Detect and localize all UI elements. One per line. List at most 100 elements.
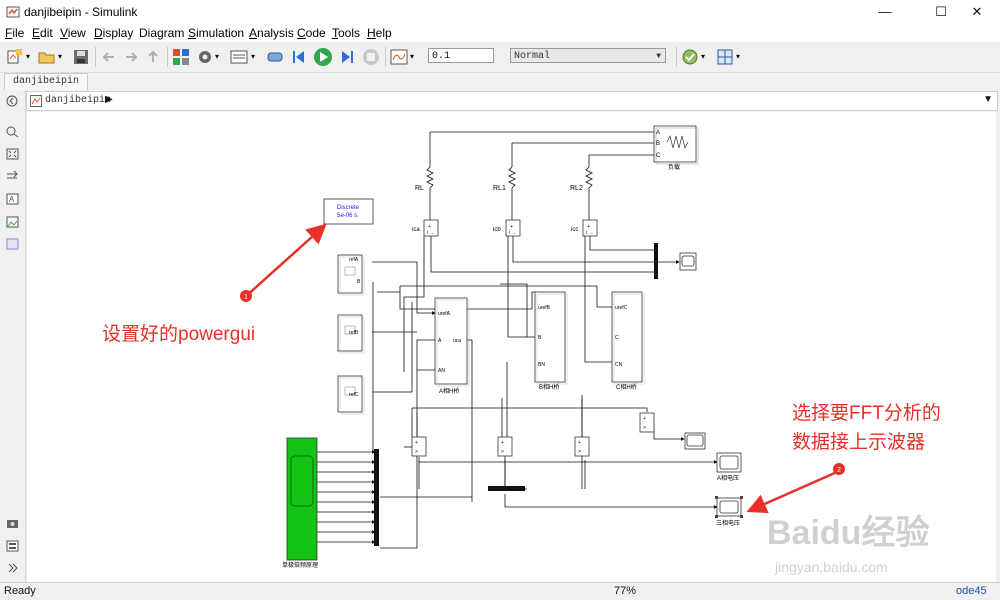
current-mux[interactable]	[654, 243, 658, 279]
load-port-a: A	[656, 130, 660, 136]
annotation-icon[interactable]: A	[6, 193, 19, 205]
close-button[interactable]: ✕	[971, 4, 983, 19]
ref-block-b[interactable]: refB	[337, 314, 365, 354]
menu-edit[interactable]: Edit	[32, 26, 53, 40]
dropdown-arrow-icon[interactable]: ▾	[215, 52, 220, 61]
voltage-meas-3[interactable]: +>	[574, 436, 590, 457]
menu-display[interactable]: Display	[94, 26, 134, 40]
menu-simulation[interactable]: Simulation	[188, 26, 245, 40]
model-explorer-icon[interactable]	[230, 48, 248, 66]
scope-a-phase[interactable]: A相电压	[716, 452, 742, 482]
open-folder-icon[interactable]	[38, 48, 56, 66]
voltage-meas-2[interactable]: +>	[497, 436, 513, 457]
dropdown-arrow-icon[interactable]: ▾	[736, 52, 741, 61]
image-icon[interactable]	[6, 216, 19, 228]
annotation-fft-note-line2: 数据接上示波器	[792, 431, 925, 453]
menu-tools[interactable]: Tools	[332, 26, 361, 40]
simulation-mode-select[interactable]: Normal▼	[510, 48, 666, 63]
dropdown-arrow-icon[interactable]: ▾	[26, 52, 31, 61]
label-icc: icc	[571, 227, 578, 233]
unipolar-frequency-doubling-subsystem[interactable]: 单极倍频原理	[282, 437, 318, 569]
h-bridge-c[interactable]: urefC C CN C相H桥	[611, 291, 645, 391]
breadcrumb-model[interactable]: danjibeipin	[45, 95, 112, 106]
area-icon[interactable]	[6, 238, 19, 250]
dropdown-arrow-icon[interactable]: ▾	[410, 52, 415, 61]
hide-browser-icon[interactable]	[6, 95, 19, 107]
simulink-app-icon	[6, 6, 20, 18]
data-inspector-icon[interactable]	[390, 48, 408, 66]
current-meas-b[interactable]: +i →	[505, 219, 521, 237]
back-icon[interactable]	[100, 48, 118, 66]
stop-time-input[interactable]: 0.1	[428, 48, 494, 63]
breadcrumb-dropdown-icon[interactable]: ▼	[983, 94, 993, 105]
menu-code[interactable]: Code	[297, 26, 326, 40]
h-bridge-a[interactable]: urefA A uca AN A相H桥	[434, 297, 470, 395]
load-port-b: B	[656, 141, 660, 147]
three-phase-mux[interactable]	[488, 486, 525, 491]
scope-three-phase[interactable]: 三相电压	[715, 496, 743, 527]
label-ica: ica	[412, 227, 420, 233]
vm1-plus: +	[415, 440, 418, 446]
bus-selector[interactable]	[374, 449, 379, 546]
scope-a-label: A相电压	[717, 474, 739, 482]
arrow-line-icon[interactable]	[6, 170, 19, 182]
build-icon[interactable]	[266, 48, 284, 66]
load-block[interactable]: A B C 负载	[653, 125, 699, 171]
voltage-meas-1[interactable]: +>	[411, 436, 427, 457]
status-solver-link[interactable]: ode45	[956, 585, 987, 597]
run-icon[interactable]	[313, 47, 333, 67]
bridge-c-port-c: C	[615, 335, 619, 341]
powergui-block[interactable]: Discrete 5e-06 s.	[323, 198, 374, 225]
menu-diagram[interactable]: Diagram	[139, 26, 185, 40]
expand-panel-icon[interactable]	[6, 562, 19, 574]
svg-text:+: +	[587, 224, 590, 230]
menu-view[interactable]: View	[60, 26, 86, 40]
scope-4[interactable]	[684, 432, 706, 450]
menu-help[interactable]: Help	[367, 26, 392, 40]
ref-block-c[interactable]: refC	[337, 375, 365, 415]
settings-gear-icon[interactable]	[196, 48, 214, 66]
toolbar: ▾ ▾ ▾ ▾ ▾ ▾ ▾	[0, 42, 1000, 73]
svg-text:+: +	[428, 224, 431, 230]
up-icon[interactable]	[144, 48, 162, 66]
current-meas-c[interactable]: +i →	[582, 219, 598, 237]
maximize-button[interactable]: ☐	[935, 4, 947, 19]
model-advisor-icon[interactable]	[681, 48, 699, 66]
annotation-arrow-2	[746, 470, 838, 514]
model-canvas[interactable]: A B C 负载 RL RL1 RL2 +i → +i → +i → ica i…	[27, 112, 996, 582]
screenshot-icon[interactable]	[6, 517, 19, 529]
bridge-b-bn: BN	[538, 362, 545, 368]
voltage-meas-4[interactable]: +>	[639, 412, 655, 433]
forward-icon[interactable]	[122, 48, 140, 66]
stop-icon[interactable]	[362, 48, 380, 66]
load-port-c: C	[656, 153, 661, 159]
diagram-svg: A B C 负载 RL RL1 RL2 +i → +i → +i → ica i…	[102, 125, 941, 575]
step-back-icon[interactable]	[290, 48, 308, 66]
current-meas-a[interactable]: +i →	[423, 219, 439, 237]
annotation-arrow-1	[244, 223, 327, 298]
fit-to-view-icon[interactable]	[6, 148, 19, 160]
tab-model[interactable]: danjibeipin	[4, 73, 89, 90]
menu-analysis[interactable]: Analysis	[249, 26, 294, 40]
zoom-icon[interactable]	[6, 126, 19, 138]
bridge-a-uref: urefA	[438, 311, 451, 317]
menu-file[interactable]: File	[5, 26, 25, 40]
dropdown-arrow-icon[interactable]: ▾	[701, 52, 706, 61]
ref-block-a[interactable]: refA B	[337, 254, 365, 296]
property-inspector-icon[interactable]	[6, 540, 19, 552]
resistor-label-rl1: RL1	[493, 185, 506, 192]
dropdown-arrow-icon[interactable]: ▾	[251, 52, 256, 61]
minimize-button[interactable]: —	[878, 4, 892, 19]
current-scope[interactable]	[679, 252, 697, 271]
h-bridge-b[interactable]: urefB B BN B相H桥	[534, 291, 568, 391]
breadcrumb-arrow-icon[interactable]: ▶	[105, 94, 113, 105]
signal-grid-icon[interactable]	[716, 48, 734, 66]
new-model-icon[interactable]	[6, 48, 24, 66]
dropdown-arrow-icon[interactable]: ▾	[58, 52, 63, 61]
vm3-plus: +	[578, 440, 581, 446]
library-browser-icon[interactable]	[172, 48, 190, 66]
save-icon[interactable]	[72, 48, 90, 66]
svg-text:A: A	[9, 195, 15, 204]
step-forward-icon[interactable]	[338, 48, 356, 66]
svg-text:>: >	[578, 449, 581, 455]
